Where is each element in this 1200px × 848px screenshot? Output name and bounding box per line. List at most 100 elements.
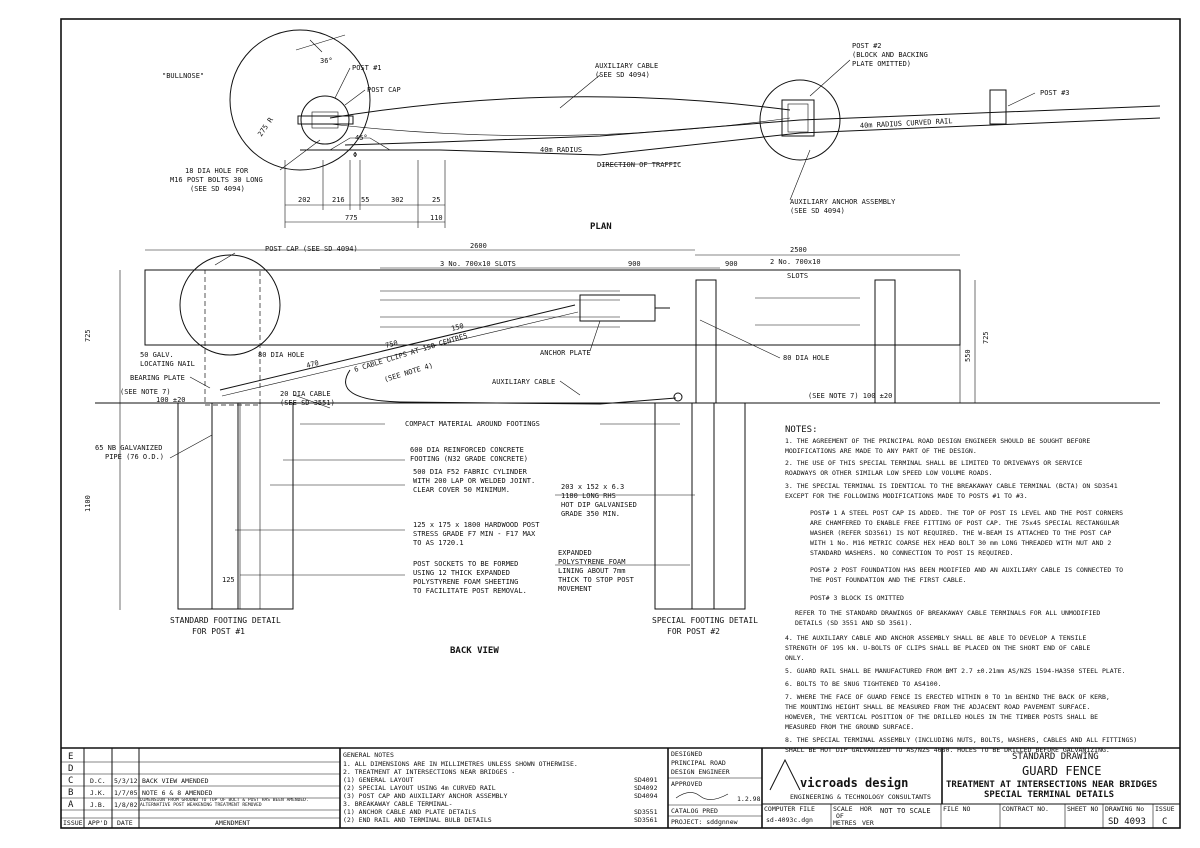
note-line: REFER TO THE STANDARD DRAWINGS OF BREAKA… xyxy=(795,609,1100,617)
plan-view: "BULLNOSE" 36° POST #1 POST CAP 275 R 45… xyxy=(162,29,1161,232)
note-line: ARE CHAMFERED TO ENABLE FREE FITTING OF … xyxy=(810,519,1119,527)
general-note-ref: SD4094 xyxy=(634,792,658,800)
scale-label-2: OF xyxy=(836,812,844,820)
rev-date: 5/3/12 xyxy=(114,777,138,785)
designed-label: DESIGNED xyxy=(671,750,702,758)
note-line: STANDARD WASHERS. NO CONNECTION TO POST … xyxy=(810,549,1014,557)
project-label: PROJECT: sddgnnew xyxy=(671,818,738,826)
file-no-label: FILE NO xyxy=(943,805,970,813)
plan-rail xyxy=(300,117,1161,156)
rev-appd: D.C. xyxy=(90,777,106,785)
rev-issue: A xyxy=(68,800,74,810)
computer-file-label: COMPUTER FILE xyxy=(764,805,815,813)
note-line: ONLY. xyxy=(785,654,805,662)
hole-note-2: M16 POST BOLTS 30 LONG xyxy=(170,176,263,184)
note-line: DETAILS (SD 3551 AND SD 3561). xyxy=(795,619,912,627)
bullnose-circle xyxy=(229,29,371,171)
rev-date: 1/8/02 xyxy=(114,801,138,809)
general-note-ref: SD3561 xyxy=(634,816,658,824)
bullnose-label: "BULLNOSE" xyxy=(162,72,204,80)
fabric-label-1: 500 DIA F52 FABRIC CYLINDER xyxy=(413,468,528,476)
note-line: ROADWAYS OR OTHER SIMILAR LOW SPEED LOW … xyxy=(785,469,992,477)
note-line: THE MOUNTING HEIGHT SHALL BE MEASURED FR… xyxy=(785,703,1090,711)
post3-back xyxy=(874,279,896,404)
rhs-label-2: 1180 LONG RHS xyxy=(561,492,616,500)
note-line: WASHER (REFER SD3561) IS NOT REQUIRED. T… xyxy=(810,529,1111,537)
note-line: THE POST FOUNDATION AND THE FIRST CABLE. xyxy=(810,576,967,584)
radius-40-label: 40m RADIUS xyxy=(540,146,582,154)
back-view-title: BACK VIEW xyxy=(450,646,499,656)
sockets-label-4: TO FACILITATE POST REMOVAL. xyxy=(413,587,527,595)
rev-amendment: NOTE 6 & 8 AMENDED xyxy=(142,789,213,797)
note-line: WITH 1 No. M16 METRIC COARSE HEX HEAD BO… xyxy=(810,539,1111,547)
title-block: E D C D.C. 5/3/12 BACK VIEW AMENDED B J.… xyxy=(61,747,1180,828)
radius-275-label: 275 R xyxy=(256,116,275,138)
pipe-label-1: 65 NB GALVANIZED xyxy=(95,444,162,452)
drawing-number: SD 4093 xyxy=(1108,817,1146,827)
rev-issue: D xyxy=(68,764,73,774)
post2-circle xyxy=(759,79,841,161)
dim-550: 550 xyxy=(964,349,972,362)
dim-110: 110 xyxy=(430,214,443,222)
slots-3-label: 3 No. 700x10 SLOTS xyxy=(440,260,516,268)
general-note: (1) GENERAL LAYOUT xyxy=(343,776,414,784)
dim-25: 25 xyxy=(432,196,440,204)
footing1-label-1: STANDARD FOOTING DETAIL xyxy=(170,616,281,625)
rev-header-amendment: AMENDMENT xyxy=(215,819,250,827)
post2-back xyxy=(695,279,717,404)
scale-label-1: SCALE xyxy=(833,805,853,813)
dim-725-b: 725 xyxy=(982,331,990,344)
fabric-label-2: WITH 200 LAP OR WELDED JOINT. xyxy=(413,477,535,485)
note-line: 6. BOLTS TO BE SNUG TIGHTENED TO AS4100. xyxy=(785,680,942,688)
back-post-cap-label: POST CAP (SEE SD 4094) xyxy=(265,245,358,253)
general-note: 1. ALL DIMENSIONS ARE IN MILLIMETRES UNL… xyxy=(343,760,578,768)
dim-900-a: 900 xyxy=(628,260,641,268)
anchor-plate-label: ANCHOR PLATE xyxy=(540,349,591,357)
computer-file: sd-4093c.dgn xyxy=(766,816,813,824)
rhs-label-3: HOT DIP GALVANISED xyxy=(561,501,637,509)
hole-note-1: 18 DIA HOLE FOR xyxy=(185,167,249,175)
dim-2500: 2500 xyxy=(790,246,807,254)
catalog-label: CATALOG PRED xyxy=(671,807,718,815)
logo-triangle-icon xyxy=(769,758,801,791)
designed-line-1: PRINCIPAL ROAD xyxy=(671,759,726,767)
rev-amendment: DIMENSION FROM GROUND TO TOP OF BOLT & P… xyxy=(140,798,309,808)
note-line: 7. WHERE THE FACE OF GUARD FENCE IS EREC… xyxy=(785,693,1110,701)
scale-hor: HOR xyxy=(860,805,872,813)
logo-subtitle: ENGINEERING & TECHNOLOGY CONSULTANTS xyxy=(790,793,931,801)
plan-aux-cable xyxy=(329,96,791,119)
rev-issue: B xyxy=(68,788,73,798)
sockets-label-3: POLYSTYRENE FOAM SHEETING xyxy=(413,578,518,586)
general-note-ref: SD3551 xyxy=(634,808,658,816)
dim-216: 216 xyxy=(332,196,345,204)
hole-80-a-label: 80 DIA HOLE xyxy=(258,351,304,359)
dim-302: 302 xyxy=(391,196,404,204)
footing2-label-1: SPECIAL FOOTING DETAIL xyxy=(652,616,758,625)
post-cap-label: POST CAP xyxy=(367,86,401,94)
rhs-label-1: 203 x 152 x 6.3 xyxy=(561,483,624,491)
dim-150: 150 xyxy=(450,322,464,333)
note-line: EXCEPT FOR THE FOLLOWING MODIFICATIONS M… xyxy=(785,492,1028,500)
note-line: POST# 3 BLOCK IS OMITTED xyxy=(810,594,904,602)
general-note: (2) END RAIL AND TERMINAL BULB DETAILS xyxy=(343,816,492,824)
dim-725-a: 725 xyxy=(84,329,92,342)
bearing-plate-label: BEARING PLATE xyxy=(130,374,185,382)
dim-2600: 2600 xyxy=(470,242,487,250)
back-post-cap-circle xyxy=(179,254,281,356)
rev-amendment: BACK VIEW AMENDED xyxy=(142,777,209,785)
note-line: MODIFICATIONS ARE MADE TO ANY PART OF TH… xyxy=(785,447,977,455)
post2-label-1: POST #2 xyxy=(852,42,882,50)
general-note: 2. TREATMENT AT INTERSECTIONS NEAR BRIDG… xyxy=(343,768,515,776)
standard-drawing-label: STANDARD DRAWING xyxy=(1012,752,1099,762)
galv-nail-label-2: LOCATING NAIL xyxy=(140,360,195,368)
plan-title: PLAN xyxy=(590,222,612,232)
dim-202: 202 xyxy=(298,196,311,204)
rev-issue: E xyxy=(68,752,73,762)
cable-clips-label-2: (SEE NOTE 4) xyxy=(383,361,434,383)
see-note-7-a-2: 100 ±20 xyxy=(156,396,186,404)
foam-label-1: EXPANDED xyxy=(558,549,592,557)
rev-header-appd: APP'D xyxy=(88,819,108,827)
dim-1100: 1100 xyxy=(84,495,92,512)
dim-55: 55 xyxy=(361,196,369,204)
